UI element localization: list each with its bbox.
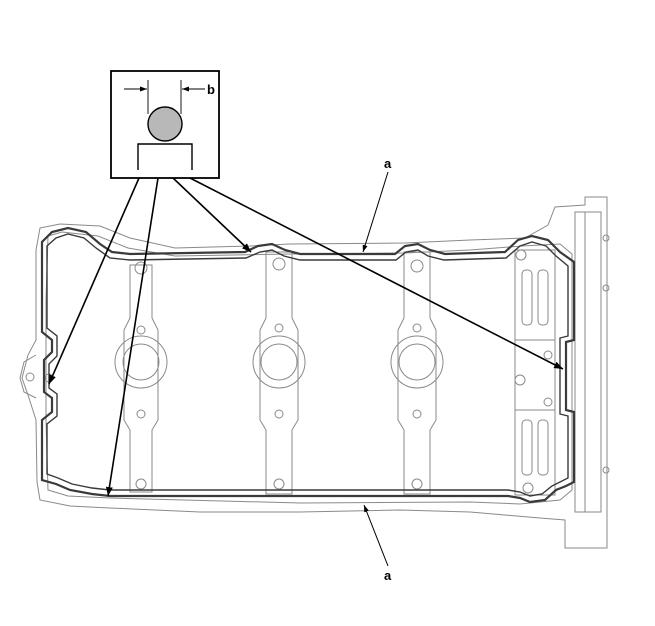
head-cover <box>19 196 610 549</box>
callouts-a: a a <box>362 156 392 583</box>
callout-b: b <box>207 82 215 97</box>
leader-to-left-lug <box>48 177 140 385</box>
bearing-strap-3 <box>390 251 444 495</box>
detail-leaders <box>48 177 564 497</box>
callout-a-top: a <box>384 156 392 171</box>
cover-outer-outline <box>21 196 608 549</box>
cover-inner-outline <box>45 231 573 505</box>
baffle-region <box>514 249 556 496</box>
gasket <box>40 226 576 504</box>
callout-a-bottom: a <box>384 568 392 583</box>
bearing-strap-1 <box>114 261 168 493</box>
gasket-outer <box>40 226 576 504</box>
groove-section <box>137 143 193 170</box>
leader-to-right-end <box>189 177 564 370</box>
bearing-strap-2 <box>252 251 306 495</box>
left-lug <box>19 354 37 399</box>
leader-a-bottom <box>363 504 389 567</box>
gasket-bead-section <box>147 106 183 142</box>
leader-to-top-rail <box>172 177 252 253</box>
leader-to-bottom-rail <box>105 177 159 497</box>
end-flange <box>574 211 602 513</box>
gasket-inner <box>46 233 569 497</box>
leader-a-top <box>362 171 389 253</box>
detail-inset: b <box>110 70 220 179</box>
